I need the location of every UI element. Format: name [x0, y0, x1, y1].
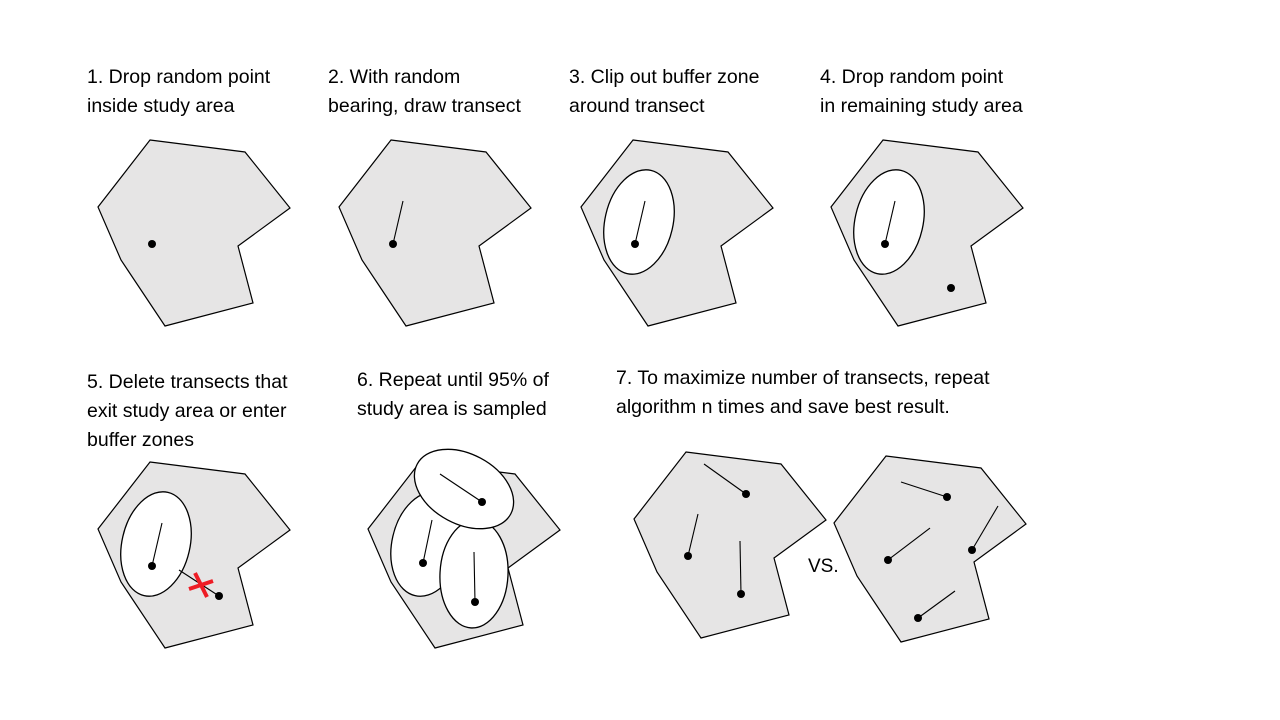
- transect-point-3: [471, 598, 479, 606]
- step-6-line-1: 6. Repeat until 95% of: [357, 369, 549, 391]
- transect-line: [151, 522, 163, 567]
- panel-step-7-option-b: [833, 455, 1027, 643]
- buffer-zone: [853, 169, 925, 275]
- random-point: [389, 240, 397, 248]
- step-4-line-2: in remaining study area: [820, 95, 1023, 117]
- panel-step-2: [338, 139, 532, 327]
- transect-line: [392, 200, 404, 245]
- random-point: [148, 240, 156, 248]
- transect-point-1: [742, 490, 750, 498]
- panel-step-4: [830, 139, 1024, 327]
- transect-line-1: [900, 481, 948, 498]
- comparison-label: VS.: [808, 556, 839, 577]
- transect-line-3: [971, 505, 999, 551]
- transect-line-1: [422, 519, 433, 564]
- random-point: [148, 562, 156, 570]
- rejected-cross-icon: [188, 572, 214, 598]
- step-3-line-1: 3. Clip out buffer zone: [569, 66, 760, 88]
- transect-point-1: [419, 559, 427, 567]
- transect-line-2: [887, 527, 931, 561]
- transect-line-1: [703, 463, 747, 495]
- step-1-line-2: inside study area: [87, 95, 235, 117]
- buffer-zone: [603, 169, 675, 275]
- step-5-caption: 5. Delete transects that exit study area…: [87, 368, 288, 455]
- panel-step-6: [367, 448, 561, 649]
- step-2-line-1: 2. With random: [328, 66, 461, 88]
- panel-step-1: [97, 139, 291, 327]
- transect-line-4: [917, 590, 956, 619]
- step-6-line-2: study area is sampled: [357, 398, 547, 420]
- study-area: [833, 455, 1027, 643]
- step-3-caption: 3. Clip out buffer zone around transect: [569, 63, 759, 121]
- transect-point-4: [914, 614, 922, 622]
- step-7-line-2: algorithm n times and save best result.: [616, 396, 950, 418]
- random-point: [631, 240, 639, 248]
- step-2-line-2: bearing, draw transect: [328, 95, 521, 117]
- transect-line: [634, 200, 646, 245]
- panel-step-5: [97, 461, 291, 649]
- study-area: [633, 451, 827, 639]
- step-5-line-1: 5. Delete transects that: [87, 371, 288, 393]
- panel-step-7-option-a: [633, 451, 827, 639]
- transect-line: [884, 200, 896, 245]
- step-3-line-2: around transect: [569, 95, 705, 117]
- new-random-point: [947, 284, 955, 292]
- step-7-caption: 7. To maximize number of transects, repe…: [616, 364, 990, 422]
- transect-line-2: [687, 513, 699, 557]
- step-1-caption: 1. Drop random point inside study area: [87, 63, 270, 121]
- random-point: [881, 240, 889, 248]
- transect-line-3: [473, 551, 476, 603]
- step-4-caption: 4. Drop random point in remaining study …: [820, 63, 1023, 121]
- transect-point-3: [968, 546, 976, 554]
- step-7-line-1: 7. To maximize number of transects, repe…: [616, 367, 990, 389]
- step-4-line-1: 4. Drop random point: [820, 66, 1004, 88]
- transect-point-2: [478, 498, 486, 506]
- transect-point-3: [737, 590, 745, 598]
- buffer-zone: [120, 491, 192, 597]
- step-1-line-1: 1. Drop random point: [87, 66, 271, 88]
- study-area: [97, 139, 291, 327]
- transect-point-1: [943, 493, 951, 501]
- buffer-zone-2: [413, 448, 515, 530]
- transect-line-3: [739, 540, 742, 595]
- transect-line-2: [439, 473, 483, 503]
- panel-step-3: [580, 139, 774, 327]
- transect-point-2: [884, 556, 892, 564]
- step-5-line-2: exit study area or enter: [87, 400, 287, 422]
- step-2-caption: 2. With random bearing, draw transect: [328, 63, 521, 121]
- study-area: [338, 139, 532, 327]
- step-6-caption: 6. Repeat until 95% of study area is sam…: [357, 366, 549, 424]
- step-5-line-3: buffer zones: [87, 429, 194, 451]
- transect-point-2: [684, 552, 692, 560]
- rejected-point: [215, 592, 223, 600]
